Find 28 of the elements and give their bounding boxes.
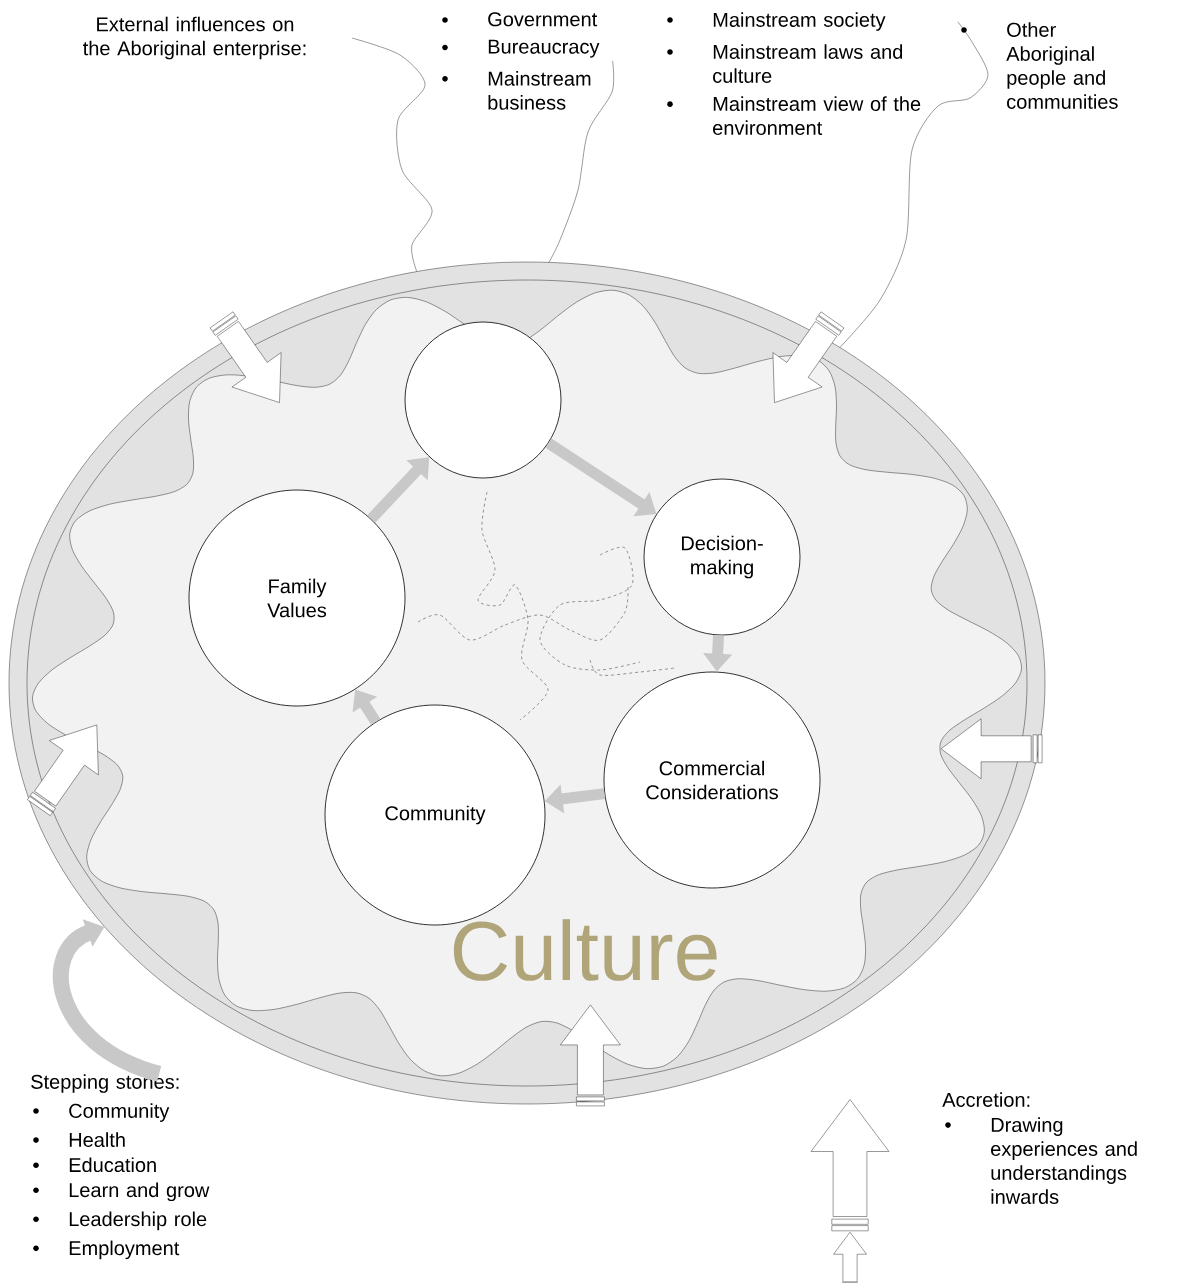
bullet-list: Accretion: Drawing experiences and understandings inwards [942,1092,1137,1204]
node-label: Bureaucracy [488,39,600,58]
empty-circle [404,321,562,479]
node-label: Other Aboriginal people and communities [1006,22,1118,109]
node-label: Employment [69,1240,180,1260]
wavy-line [839,21,989,348]
wavy-line [548,60,614,263]
bullet-list: Other Aboriginal people and communities [961,22,1118,109]
node-label: Mainstream view of the environment [713,96,921,136]
node-label: Accretion: [942,1092,1030,1107]
node-label: Mainstream society [713,12,886,31]
bullet-list: Mainstream society Mainstream laws and culture Mainstream view of the environment [667,12,921,135]
node-label: Government [488,12,598,27]
node-label: Education [69,1157,156,1173]
node-label: Drawing experiences and understandings inwards [991,1117,1137,1204]
node-label: Community [69,1103,170,1122]
node-label: Learn and grow [69,1182,210,1202]
node-label: Mainstream laws and culture [713,44,903,83]
node-label: Stepping stones: [31,1074,179,1093]
wavy-line [351,37,433,272]
node-label: Health [69,1132,125,1147]
bullet-list: Government Bureaucracy Mainstream business [442,12,600,110]
node-label: Leadership role [69,1211,207,1231]
caption-text: External influences on the Aboriginal enterprise: [83,16,306,60]
node-label: Mainstream business [488,71,591,110]
block-arrow [367,457,430,523]
bullet-list: Stepping stones: Community Health Education Learn and grow Leadership role Employment [31,1074,210,1260]
curved-arrow [53,919,162,1082]
